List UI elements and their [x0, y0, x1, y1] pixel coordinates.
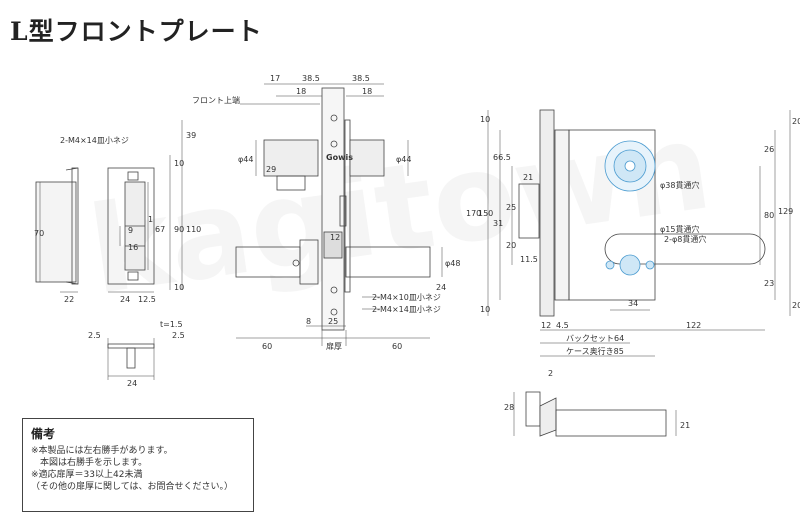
strike-side-view: [513, 391, 677, 437]
dim-h70: 70: [34, 229, 44, 238]
dim-122: 122: [686, 321, 701, 330]
dim-205b: 20.5: [792, 301, 800, 310]
page-title: L型フロントプレート: [10, 17, 263, 46]
dim-v16: 16: [128, 243, 138, 252]
pin-hole-label: 2-φ8貫通穴: [664, 234, 706, 244]
dim-2: 2: [548, 369, 553, 378]
notes-box: 備考 ※本製品には左右勝手があります。 本図は右勝手を示します。 ※適応扉厚＝3…: [22, 418, 254, 512]
backset-label: バックセット64: [566, 334, 624, 343]
dim-665: 66.5: [493, 153, 511, 162]
dim-29: 29: [266, 165, 276, 174]
lock-front-view: [487, 109, 791, 357]
notes-line: ※適応扉厚＝33以上42未満: [31, 470, 143, 480]
dim-129: 129: [778, 207, 793, 216]
dim-18b: 18: [362, 87, 372, 96]
knob-hole-label: φ15貫通穴: [660, 224, 699, 234]
dim-phi44a: φ44: [238, 155, 253, 164]
dim-25-right: 25: [506, 203, 516, 212]
dim-w24-bottom: 24: [127, 379, 137, 388]
dim-w22: 22: [64, 295, 74, 304]
dim-80: 80: [764, 211, 774, 220]
dim-150: 150: [478, 209, 493, 218]
dim-31: 31: [493, 219, 503, 228]
plate-section-view: [107, 338, 155, 380]
dim-h90: 90: [174, 225, 184, 234]
dim-v1: 1: [148, 215, 153, 224]
dim-25b: 2.5: [172, 331, 185, 340]
dim-h39: 39: [186, 131, 196, 140]
dim-60a: 60: [262, 342, 272, 351]
dim-8: 8: [306, 317, 311, 326]
dim-h67: 67: [155, 225, 165, 234]
dim-10b-right: 10: [480, 305, 490, 314]
dim-17: 17: [270, 74, 280, 83]
dim-205a: 20.5: [792, 117, 800, 126]
dim-24: 24: [436, 283, 446, 292]
dim-385b: 38.5: [352, 74, 370, 83]
notes-line: 本図は右勝手を示します。: [31, 458, 148, 468]
screw-note-left: 2-M4×14皿小ネジ: [60, 136, 129, 145]
dim-phi44b: φ44: [396, 155, 411, 164]
front-plate-left-view: [35, 120, 183, 293]
case-depth-label: ケース奥行き85: [566, 346, 624, 356]
dim-h110: 110: [186, 225, 201, 234]
dim-21: 21: [523, 173, 533, 182]
dim-h10a: 10: [174, 159, 184, 168]
dim-20: 20: [506, 241, 516, 250]
dim-10a-right: 10: [480, 115, 490, 124]
dim-170: 170: [466, 209, 481, 218]
screw-note-center-1: 2-M4×10皿小ネジ: [372, 293, 441, 302]
dim-21-bottom: 21: [680, 421, 690, 430]
dim-v9: 9: [128, 226, 133, 235]
dim-26: 26: [764, 145, 774, 154]
dim-385a: 38.5: [302, 74, 320, 83]
brand-label: Gowis: [326, 153, 353, 162]
door-thickness-label: 扉厚: [326, 341, 342, 351]
dim-12-right: 12: [541, 321, 551, 330]
dim-45: 4.5: [556, 321, 569, 330]
dim-h10b: 10: [174, 283, 184, 292]
dim-34: 34: [628, 299, 638, 308]
front-top-label: フロント上端: [192, 95, 240, 105]
dim-w125: 12.5: [138, 295, 156, 304]
notes-heading: 備考: [31, 427, 56, 441]
notes-line: ※本製品には左右勝手があります。: [31, 446, 173, 456]
cyl-hole-label: φ38貫通穴: [660, 180, 699, 190]
dim-w24: 24: [120, 295, 130, 304]
dim-t15: t=1.5: [160, 320, 183, 329]
dim-23: 23: [764, 279, 774, 288]
dim-28: 28: [504, 403, 514, 412]
screw-note-center-2: 2-M4×14皿小ネジ: [372, 305, 441, 314]
dim-12: 12: [330, 233, 340, 242]
notes-line: （その他の扉厚に関しては、お問合せください。）: [31, 482, 234, 492]
dim-25: 25: [328, 317, 338, 326]
dim-phi48: φ48: [445, 259, 460, 268]
dim-60b: 60: [392, 342, 402, 351]
dim-25a: 2.5: [88, 331, 101, 340]
dim-115: 11.5: [520, 255, 538, 264]
dim-18a: 18: [296, 87, 306, 96]
lock-side-view: [235, 83, 443, 346]
